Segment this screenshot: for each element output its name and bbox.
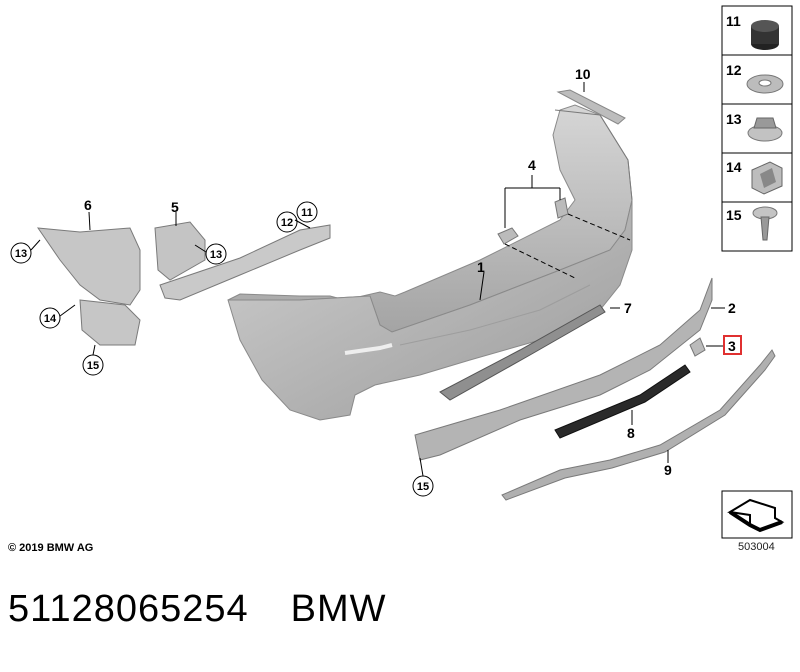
bumper-cover-part [227, 104, 633, 421]
callout-9: 9 [664, 462, 672, 478]
callout-5: 5 [171, 199, 179, 215]
clip-nut-icon [751, 161, 783, 195]
bracket-part-6 [36, 227, 141, 346]
grille-part-7 [439, 304, 606, 401]
callout-12: 12 [281, 217, 293, 229]
part-number-line: 51128065254 BMW [8, 588, 387, 631]
small-leaders [30, 219, 424, 477]
copyright-text: © 2019 BMW AG [8, 542, 94, 554]
callout-13a-circle: 13 [10, 242, 32, 264]
bracket-part-5 [154, 221, 331, 301]
callout-3-highlight-box [723, 335, 742, 355]
brand-name: BMW [290, 588, 387, 630]
trim-part-9 [501, 349, 776, 501]
callout-15b-circle: 15 [412, 475, 434, 497]
callout-1: 1 [477, 259, 485, 275]
part-number: 51128065254 [8, 588, 249, 630]
callout-15-left: 15 [87, 360, 99, 372]
leader-lines [88, 82, 725, 463]
callout-2: 2 [728, 300, 736, 316]
legend-item-13: 13 [726, 111, 742, 127]
legend-item-11: 11 [726, 13, 741, 29]
callout-8: 8 [627, 425, 635, 441]
part-10-strip [556, 89, 626, 125]
callout-13-left: 13 [15, 248, 27, 260]
callout-11-circle: 11 [296, 201, 318, 223]
nut-icon [747, 117, 783, 142]
callout-12-circle: 12 [276, 211, 298, 233]
callout-14: 14 [44, 313, 57, 325]
callout-11: 11 [301, 207, 313, 219]
diffuser-part-2 [414, 277, 713, 461]
trim-part-8 [554, 364, 691, 439]
callout-3: 3 [728, 338, 736, 354]
callout-4: 4 [528, 157, 536, 173]
legend-item-12: 12 [726, 62, 742, 78]
callout-7: 7 [624, 300, 632, 316]
callout-10: 10 [575, 66, 591, 82]
legend-item-14: 14 [726, 159, 742, 175]
callout-15a-circle: 15 [82, 354, 104, 376]
bracket-4-pieces [497, 197, 569, 245]
screw-icon [752, 206, 778, 241]
callout-6: 6 [84, 197, 92, 213]
clip-part-3 [689, 337, 706, 357]
diagram-code: 503004 [738, 541, 775, 553]
legend-item-15: 15 [726, 207, 742, 223]
washer-icon [746, 74, 784, 94]
callout-15-bottom: 15 [417, 481, 429, 493]
rubber-buffer-icon [751, 20, 779, 50]
fastener-legend: 11 12 13 14 15 [721, 5, 793, 252]
dashed-leaders [504, 213, 631, 279]
callout-13-right: 13 [210, 249, 222, 261]
callout-13b-circle: 13 [205, 243, 227, 265]
orientation-arrow-icon [721, 490, 793, 539]
callout-14-circle: 14 [39, 307, 61, 329]
